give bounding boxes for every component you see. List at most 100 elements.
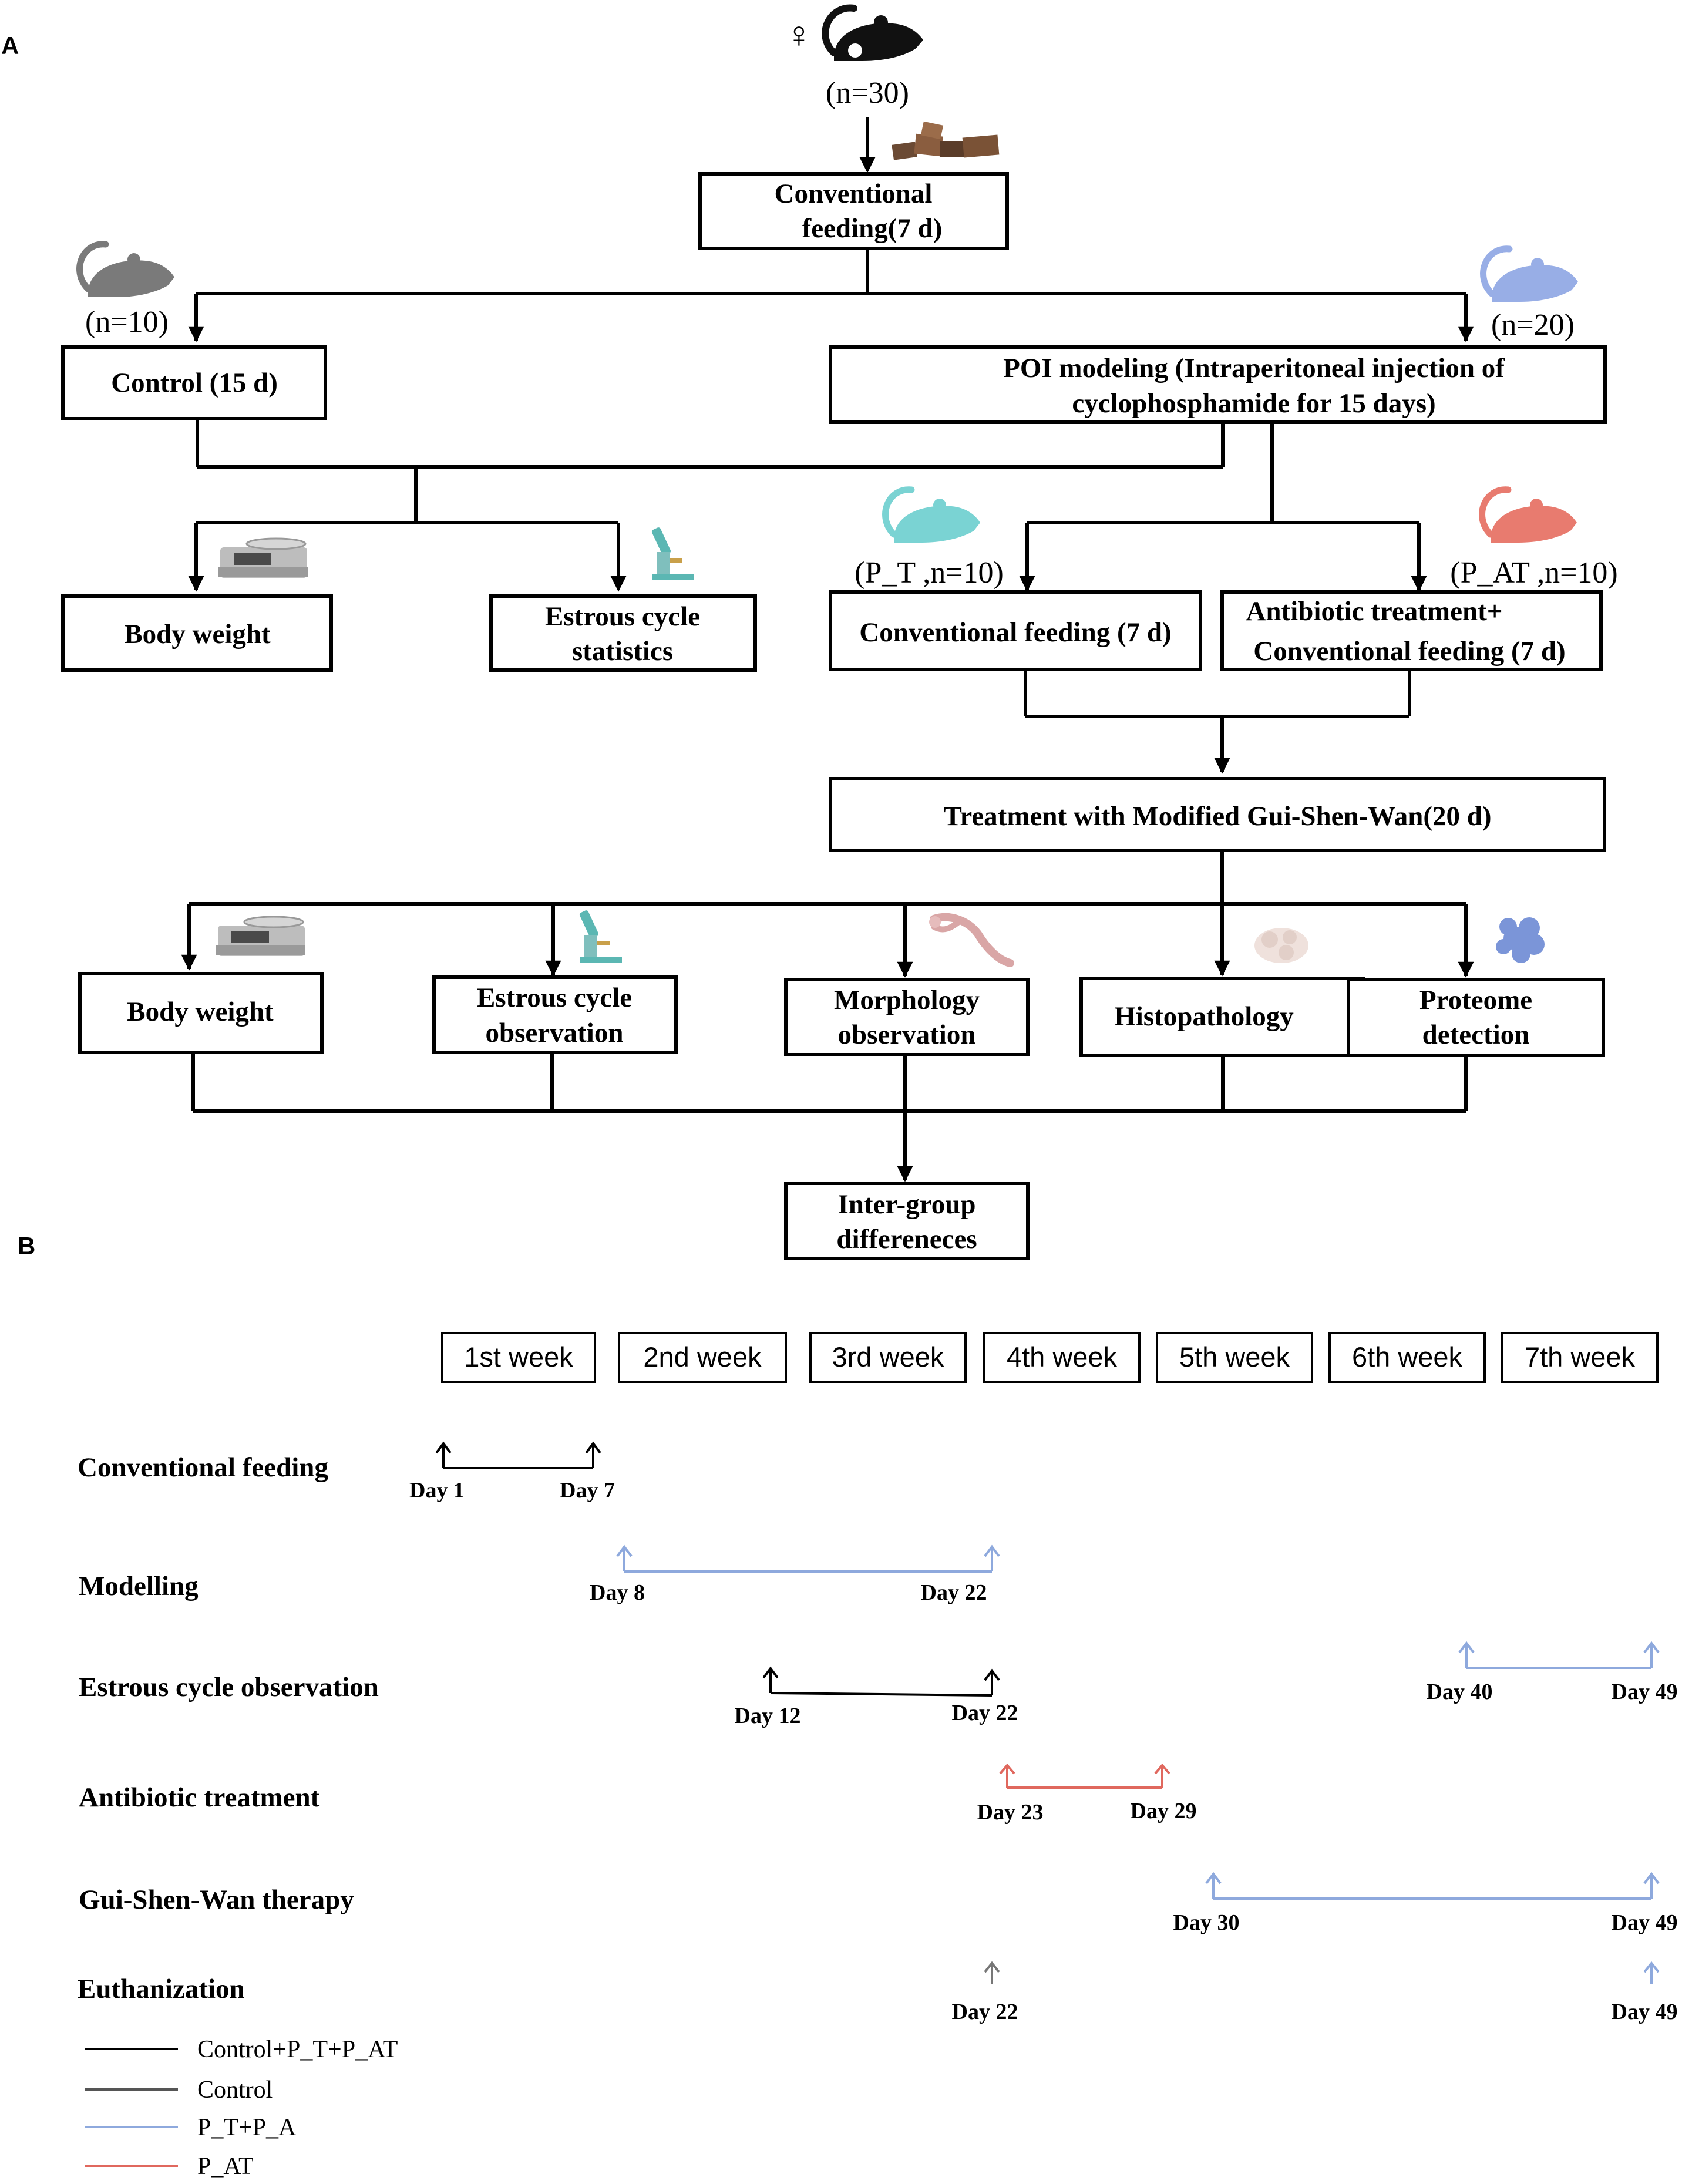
inter-group-box [784,1182,1030,1260]
outcome-histopathology: Histopathology [1114,1001,1294,1032]
week-2: 2nd week [643,1341,762,1372]
timeline-day-labels: Day 1 Day 7 Day 8 Day 22 Day 12 Day 22 D… [409,1478,1677,2024]
day-label: Day 49 [1612,1910,1678,1935]
span-conventional-feeding [435,1441,601,1469]
week-headers: 1st week 2nd week 3rd week 4th week 5th … [441,1332,1659,1383]
week-7: 7th week [1525,1341,1636,1372]
legend-label: Control [197,2077,273,2104]
estrous-stats-line1: Estrous cycle [545,601,700,632]
day-label: Day 29 [1131,1799,1197,1823]
protein-icon [1496,917,1545,963]
mouse-icon-poi [1480,245,1578,302]
microscope-icon [579,910,622,963]
day-label: Day 30 [1173,1910,1240,1935]
panel-b-label: B [18,1232,35,1260]
day-label: Day 40 [1427,1680,1493,1704]
start-count: (n=30) [826,76,909,110]
flow-connectors [181,117,1474,1182]
pt-feeding-label: Conventional feeding (7 d) [859,617,1171,648]
point-euth-22 [984,1961,1000,1984]
day-label: Day 12 [735,1704,801,1728]
outcome-estrous-line1: Estrous cycle [477,982,632,1013]
row-antibiotic: Antibiotic treatment [79,1782,320,1813]
scale-icon [216,916,305,956]
timeline-spans [435,1441,1660,1984]
day-label: Day 49 [1612,2000,1678,2024]
poi-modeling-box [829,345,1607,424]
day-label: Day 49 [1612,1680,1678,1704]
uterus-icon [929,913,1014,967]
point-euth-49 [1643,1961,1660,1984]
row-conventional-feeding: Conventional feeding [78,1452,328,1483]
legend-label: Control+P_T+P_AT [197,2036,398,2063]
legend: Control+P_T+P_AT Control P_T+P_A P_AT [85,2036,398,2180]
step1-line2: feeding(7 d) [802,213,943,244]
pat-count: (P_AT ,n=10) [1450,556,1618,590]
poi-line2: cyclophosphamide for 15 days) [1072,388,1435,419]
gsw-treatment-label: Treatment with Modified Gui-Shen-Wan(20 … [943,801,1491,832]
day-label: Day 22 [952,2000,1018,2024]
body-weight-box-2 [78,972,324,1054]
gsw-treatment-box [829,777,1606,852]
mouse-icon-pt [882,486,980,543]
day-label: Day 23 [977,1800,1044,1825]
group-counts: (n=10) (n=20) (P_T ,n=10) (P_AT ,n=10) [85,305,1618,590]
conventional-feeding-box [698,172,1009,250]
outcome-proteome-line1: Proteome [1419,985,1532,1015]
outcome-proteome-line2: detection [1422,1019,1530,1050]
span-estrous-2 [1458,1641,1660,1669]
proteome-box [1347,978,1605,1057]
row-estrous: Estrous cycle observation [79,1672,379,1702]
body-weight-box-1 [61,594,333,672]
control-label: Control (15 d) [111,368,278,398]
microscope-icon [651,527,694,580]
scale-icon [218,537,308,578]
row-euthanization: Euthanization [78,1974,245,2004]
pat-line1: Antibiotic treatment+ [1246,596,1502,627]
legend-label: P_AT [197,2153,254,2180]
row-modelling: Modelling [79,1571,199,1601]
flow-box-texts: Conventional feeding(7 d) Control (15 d)… [111,179,1566,1254]
estrous-observation-box [432,975,678,1054]
pat-treatment-box [1220,590,1603,671]
poi-count: (n=20) [1491,308,1575,342]
estrous-stats-line2: statistics [572,636,673,667]
timeline-row-labels: Conventional feeding Modelling Estrous c… [78,1452,379,2004]
female-symbol: ♀ [785,15,813,55]
span-gui-shen-wan [1205,1872,1660,1900]
outcome-body-weight: Body weight [127,997,274,1027]
span-modelling [616,1544,1000,1573]
step1-line1: Conventional [775,179,933,209]
mouse-icon-pat [1479,486,1577,543]
outcome-morphology-line2: observation [838,1019,976,1050]
day-label: Day 8 [590,1580,645,1605]
span-antibiotic [999,1763,1170,1789]
outcome-estrous-line2: observation [486,1018,624,1048]
poi-line1: POI modeling (Intraperitoneal injection … [1003,353,1505,383]
control-box [61,345,327,420]
tissue-icon [1254,928,1308,963]
week-4: 4th week [1007,1341,1118,1372]
morphology-box [784,978,1030,1056]
pt-count: (P_T ,n=10) [855,556,1004,590]
outcome-morphology-line1: Morphology [834,985,980,1015]
final-line2: differeneces [836,1224,977,1254]
body-weight-1: Body weight [124,619,271,650]
panel-a-label: A [1,32,19,59]
final-line1: Inter-group [838,1189,976,1220]
flow-boxes [61,172,1607,1260]
day-label: Day 22 [952,1701,1018,1725]
control-count: (n=10) [85,305,169,339]
week-1: 1st week [464,1341,573,1372]
mouse-icon-control [76,241,174,297]
week-3: 3rd week [832,1341,944,1372]
row-gui-shen-wan: Gui-Shen-Wan therapy [79,1885,354,1915]
pt-feeding-box [829,590,1202,671]
mouse-icon [822,4,923,61]
day-label: Day 22 [921,1580,987,1605]
week-5: 5th week [1179,1341,1290,1372]
legend-label: P_T+P_A [197,2114,297,2141]
feed-pellets-icon [892,121,1000,160]
day-label: Day 7 [560,1478,615,1503]
